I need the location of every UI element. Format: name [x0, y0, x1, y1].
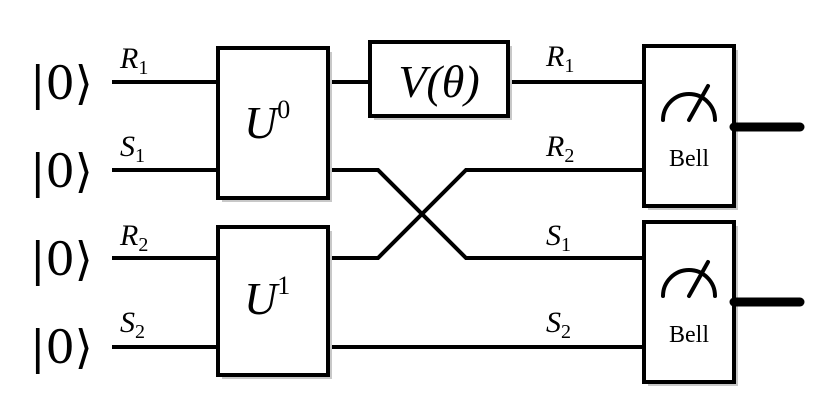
input-ket-1: |0⟩ — [30, 56, 93, 110]
input-ket-4: |0⟩ — [30, 320, 93, 374]
bell-label-2: Bell — [669, 322, 709, 348]
wire-s1-crossing — [328, 168, 644, 260]
input-ket-2: |0⟩ — [30, 144, 93, 198]
input-label-r1: R1 — [119, 42, 148, 79]
meter-icon — [661, 268, 717, 298]
input-label-s1: S1 — [120, 130, 145, 167]
output-label-s2: S2 — [546, 306, 571, 343]
input-label-s2: S2 — [120, 306, 145, 343]
gate-v-theta: V(θ) — [368, 40, 512, 120]
svg-text:V(θ): V(θ) — [398, 56, 479, 107]
meter-icon — [661, 92, 717, 122]
wire-r2-crossing — [328, 168, 644, 260]
gate-u1: U1 — [216, 225, 332, 379]
meter-needle — [687, 84, 710, 122]
bell-label-1: Bell — [669, 146, 709, 172]
input-ket-3: |0⟩ — [30, 232, 93, 286]
input-label-r2: R2 — [119, 219, 148, 256]
output-label-s1: S1 — [546, 219, 571, 256]
meter-needle — [687, 260, 710, 298]
gate-u0: U0 — [216, 46, 332, 202]
bell-measurement-2: Bell — [642, 220, 738, 386]
bell-measurement-1: Bell — [642, 44, 738, 210]
output-label-r2: R2 — [545, 130, 574, 167]
svg-text:U1: U1 — [244, 271, 290, 324]
output-label-r1: R1 — [545, 40, 574, 77]
svg-text:U0: U0 — [244, 95, 290, 148]
